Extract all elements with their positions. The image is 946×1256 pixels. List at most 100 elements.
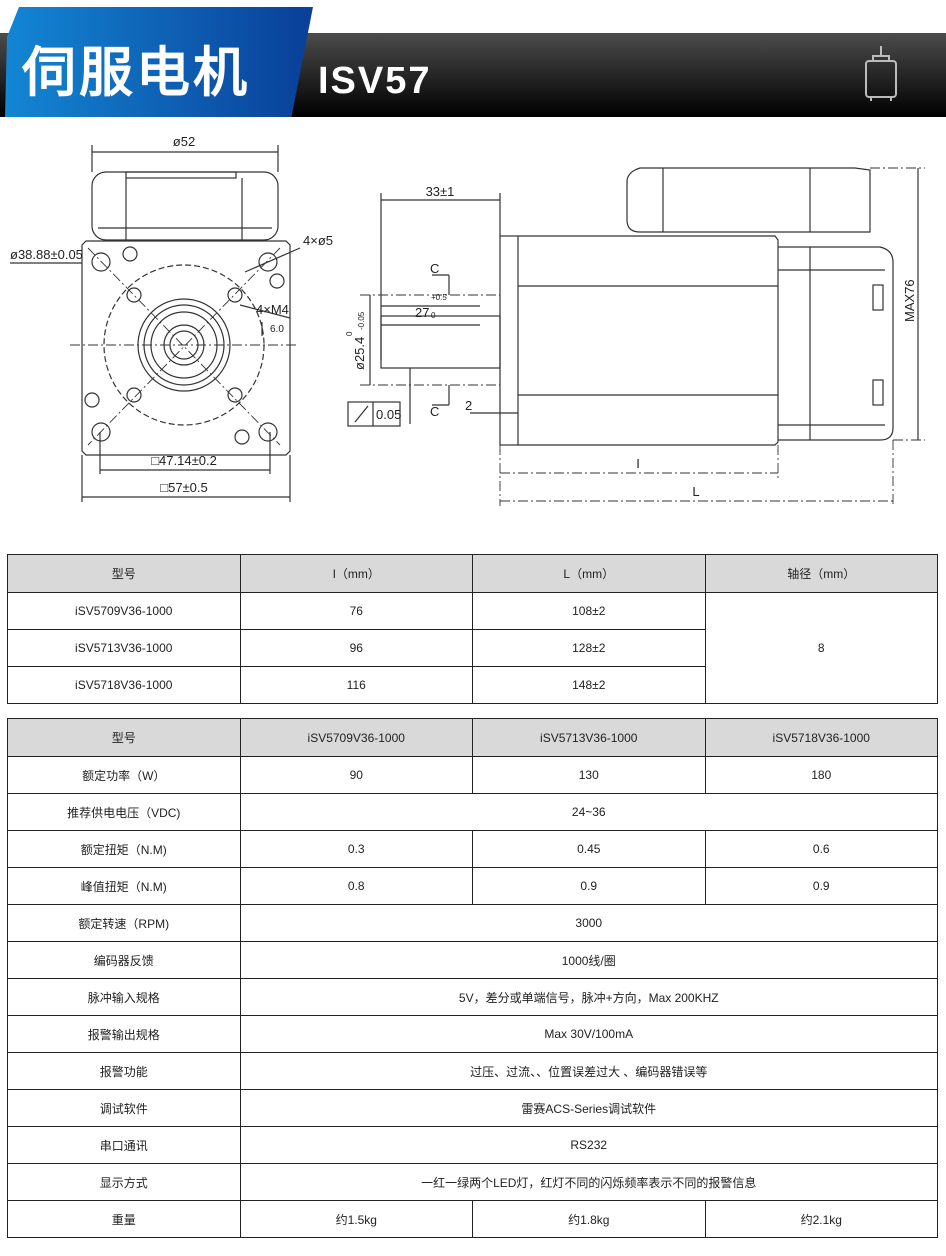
spec-value-cell: 130 — [472, 756, 706, 794]
spec-value-cell: 5V，差分或单端信号，脉冲+方向，Max 200KHZ — [239, 978, 938, 1016]
spec-value-cell: 过压、过流、、位置误差过大 、编码器错误等 — [239, 1052, 938, 1090]
value-cell: 108±2 — [472, 592, 706, 630]
spec-value-cell: 0.45 — [472, 830, 706, 868]
spec-label-cell: 报警输出规格 — [7, 1015, 241, 1053]
spec-value-cell: 一红一绿两个LED灯，红灯不同的闪烁频率表示不同的报警信息 — [239, 1163, 938, 1201]
spec-label-cell: 编码器反馈 — [7, 941, 241, 979]
table-row: iSV5718V36-1000 116 148±2 — [7, 666, 938, 704]
header-cell: iSV5718V36-1000 — [704, 718, 938, 757]
header-cell: 型号 — [7, 718, 241, 757]
model-cell: iSV5718V36-1000 — [7, 666, 241, 704]
header-cell: 轴径（mm） — [704, 554, 938, 593]
dim-key-tol-up: +0.5 — [431, 293, 447, 302]
dim-hole-pitch: □47.14±0.2 — [151, 453, 217, 468]
dim-diameter-52: ø52 — [173, 134, 195, 149]
table-row: 报警功能过压、过流、、位置误差过大 、编码器错误等 — [7, 1052, 938, 1090]
spec-value-cell: Max 30V/100mA — [239, 1015, 938, 1053]
title-badge — [5, 7, 313, 117]
spec-value-cell: 90 — [239, 756, 473, 794]
section-mark-top: C — [430, 261, 439, 276]
spec-value-cell: RS232 — [239, 1126, 938, 1164]
model-cell: iSV5709V36-1000 — [7, 592, 241, 630]
spec-value-cell: 雷赛ACS-Series调试软件 — [239, 1089, 938, 1127]
spec-label-cell: 调试软件 — [7, 1089, 241, 1127]
header-cell: I（mm） — [239, 554, 473, 593]
table-row: 额定转速（RPM)3000 — [7, 904, 938, 942]
dim-max-height: MAX76 — [902, 279, 917, 322]
spec-value-cell: 1000线/圈 — [239, 941, 938, 979]
table-row: iSV5709V36-1000 76 108±2 8 — [7, 592, 938, 704]
spec-label-cell: 串口通讯 — [7, 1126, 241, 1164]
header-cell: iSV5713V36-1000 — [472, 718, 706, 757]
dim-key-length: 27 — [415, 305, 429, 320]
table-row: 显示方式一红一绿两个LED灯，红灯不同的闪烁频率表示不同的报警信息 — [7, 1163, 938, 1201]
dim-shaft-length: 33±1 — [426, 184, 455, 199]
spec-value-cell: 0.9 — [472, 867, 706, 905]
value-cell: 116 — [239, 666, 473, 704]
page-header: 伺服电机 ISV57 — [0, 0, 946, 120]
motor-outline-icon — [865, 46, 897, 101]
dim-tapped-holes: 4×M4 — [256, 302, 289, 317]
dim-key-tol-low: 0 — [431, 311, 436, 320]
spec-label-cell: 额定转速（RPM) — [7, 904, 241, 942]
model-cell: iSV5713V36-1000 — [7, 629, 241, 667]
spec-label-cell: 额定扭矩（N.M) — [7, 830, 241, 868]
spec-label-cell: 脉冲输入规格 — [7, 978, 241, 1016]
table-row: 调试软件雷赛ACS-Series调试软件 — [7, 1089, 938, 1127]
spec-value-cell: 3000 — [239, 904, 938, 942]
dim-body-length: I — [636, 456, 640, 471]
dim-shaft-tol-up: 0 — [345, 331, 354, 336]
spec-label-cell: 额定功率（W） — [7, 756, 241, 794]
table-header-row: 型号 I（mm） L（mm） 轴径（mm） — [7, 554, 938, 593]
page-title: 伺服电机 — [22, 41, 250, 104]
spec-value-cell: 约1.8kg — [472, 1200, 706, 1238]
header-cell: L（mm） — [472, 554, 706, 593]
spec-value-cell: 0.8 — [239, 867, 473, 905]
spec-value-cell: 约1.5kg — [239, 1200, 473, 1238]
dim-flange-size: □57±0.5 — [160, 480, 208, 495]
dimension-labels: ø52 ø38.88±0.05 4×ø5 4×M4 6.0 □47.14±0.2… — [10, 134, 917, 499]
spec-label-cell: 报警功能 — [7, 1052, 241, 1090]
dim-shaft-tol-low: -0.05 — [357, 311, 366, 330]
header-cell: iSV5709V36-1000 — [239, 718, 473, 757]
shaft-diameter-cell: 8 — [704, 592, 938, 704]
spec-label-cell: 重量 — [7, 1200, 241, 1238]
motor-dimension-drawing: ø52 ø38.88±0.05 4×ø5 4×M4 6.0 □47.14±0.2… — [10, 134, 925, 506]
spec-value-cell: 0.6 — [704, 830, 938, 868]
spec-value-cell: 180 — [704, 756, 938, 794]
dim-hole-depth: 6.0 — [270, 324, 284, 335]
spec-label-cell: 显示方式 — [7, 1163, 241, 1201]
dim-mount-holes: 4×ø5 — [303, 233, 333, 248]
spec-label-cell: 推荐供电电压（VDC) — [7, 793, 241, 831]
dimensions-table: 型号 I（mm） L（mm） 轴径（mm） iSV5709V36-1000 76… — [7, 554, 938, 704]
header-cell: 型号 — [7, 554, 241, 593]
dim-runout: 0.05 — [376, 407, 401, 422]
value-cell: 76 — [239, 592, 473, 630]
table-row: iSV5713V36-1000 96 128±2 — [7, 629, 938, 667]
value-cell: 96 — [239, 629, 473, 667]
spec-value-cell: 0.9 — [704, 867, 938, 905]
dim-total-length: L — [692, 484, 699, 499]
front-view — [10, 145, 301, 502]
dim-shaft-diameter: ø25.4 — [352, 337, 367, 370]
side-view — [347, 167, 925, 506]
value-cell: 128±2 — [472, 629, 706, 667]
spec-value-cell: 约2.1kg — [704, 1200, 938, 1238]
dim-pilot-diameter: ø38.88±0.05 — [10, 247, 83, 262]
spec-value-cell: 24~36 — [239, 793, 938, 831]
value-cell: 148±2 — [472, 666, 706, 704]
dim-flange-step: 2 — [465, 398, 472, 413]
spec-value-cell: 0.3 — [239, 830, 473, 868]
spec-label-cell: 峰值扭矩（N.M) — [7, 867, 241, 905]
section-mark-bottom: C — [430, 404, 439, 419]
table-row: 推荐供电电压（VDC)24~36 — [7, 793, 938, 831]
